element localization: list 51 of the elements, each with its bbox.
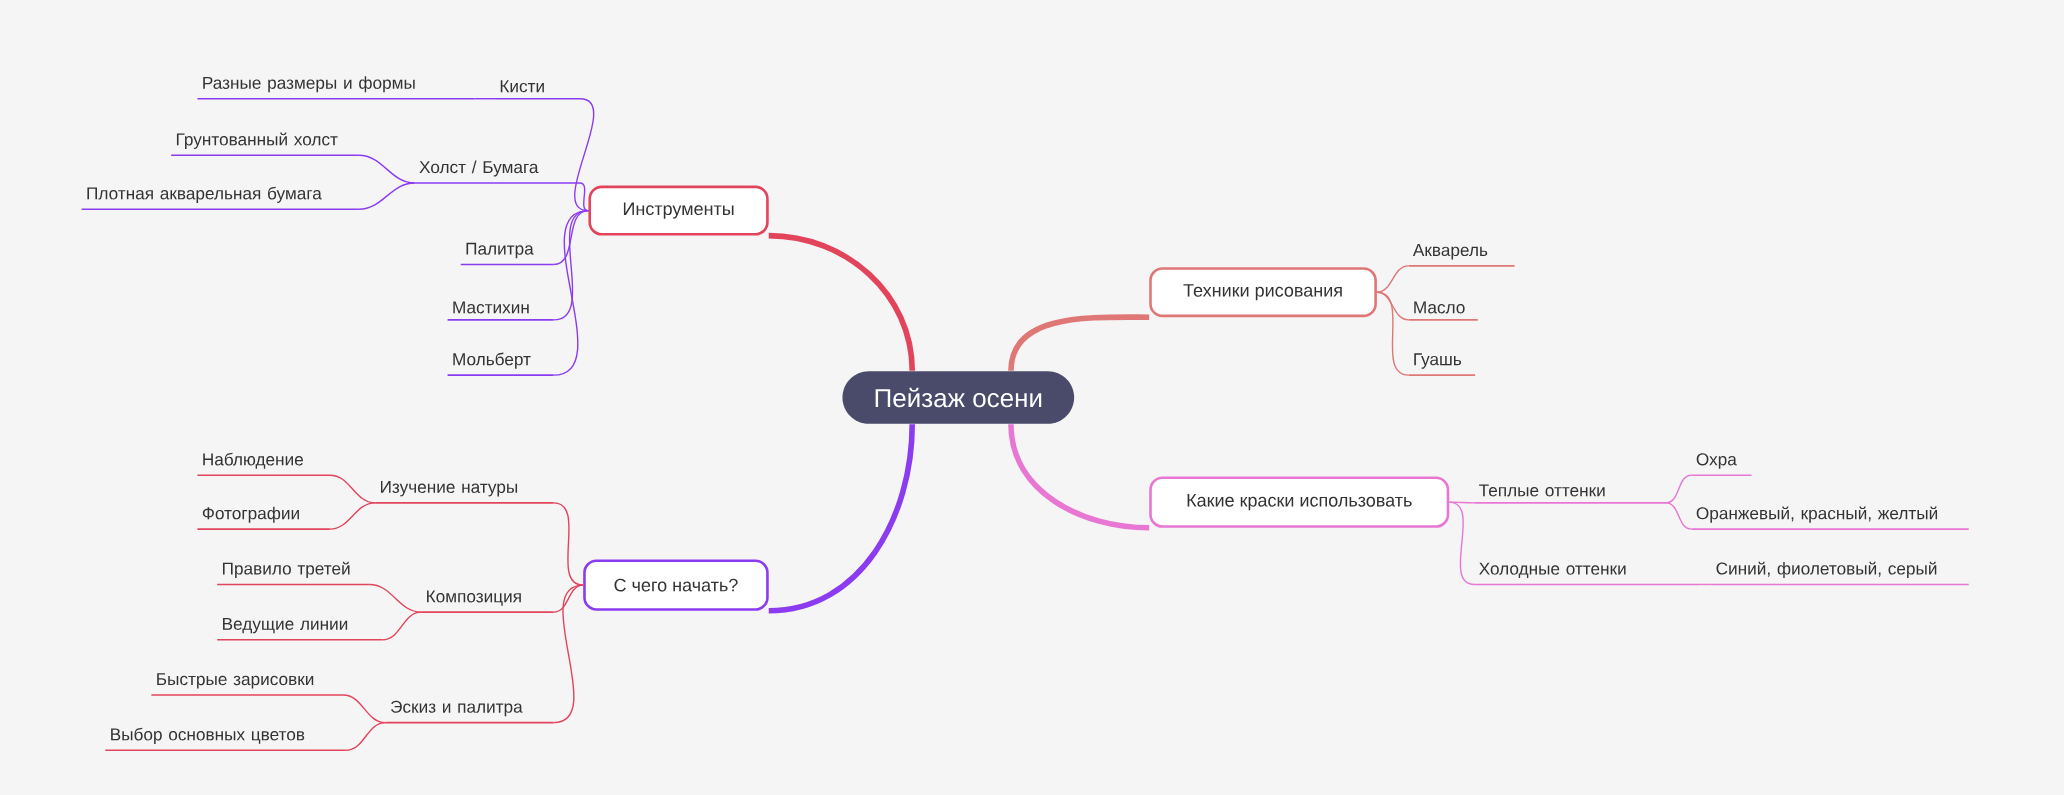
underlined-topic: Гуашь — [1407, 353, 1476, 376]
connector — [358, 182, 416, 210]
underlined-topic: Фотографии — [196, 506, 331, 530]
underlined-topic: Изучение натуры — [374, 481, 555, 504]
underlined-topic: Охра — [1690, 453, 1753, 476]
connector — [345, 721, 387, 751]
underlined-topic: Мастихин — [446, 301, 555, 321]
connector — [552, 209, 590, 266]
connector — [368, 583, 422, 613]
underlined-topic: Палитра — [459, 242, 555, 266]
connector — [1376, 265, 1410, 293]
connector — [579, 182, 590, 212]
connector — [329, 502, 376, 530]
central-topic-pill: Пейзаж осени — [842, 371, 1075, 424]
underlined-topic: Быстрые зарисовки — [150, 673, 344, 696]
underlined-topic: Эскиз и палитра — [384, 700, 555, 724]
connector — [1665, 502, 1693, 530]
underlined-topic: Холодные оттенки — [1473, 562, 1700, 586]
connector — [1448, 501, 1475, 586]
underlined-topic: Синий, фиолетовый, серый — [1710, 561, 1970, 586]
connector — [768, 424, 915, 614]
underlined-topic: Теплые оттенки — [1473, 484, 1667, 504]
underlined-topic: Ведущие линии — [216, 617, 384, 641]
branch-box: С чего начать? — [583, 559, 769, 611]
underlined-topic: Наблюдение — [196, 452, 331, 476]
connector — [473, 98, 496, 100]
underlined-topic: Правило третей — [216, 561, 371, 586]
connector — [1376, 291, 1410, 376]
connector — [1008, 314, 1150, 372]
underlined-topic: Оранжевый, красный, желтый — [1690, 506, 1970, 530]
branch-box: Какие краски использовать — [1149, 476, 1450, 528]
underlined-topic: Мольберт — [446, 352, 555, 376]
underlined-topic: Композиция — [420, 590, 555, 613]
underlined-topic: Выбор основных цветов — [104, 727, 347, 752]
connector — [768, 232, 915, 371]
underlined-topic: Разные размеры и формы — [196, 76, 476, 100]
connector — [1448, 501, 1475, 504]
underlined-topic: Холст / Бумага — [413, 160, 581, 184]
underlined-topic: Акварель — [1407, 244, 1516, 267]
underlined-topic: Плотная акварельная бумага — [80, 186, 360, 211]
underlined-topic: Масло — [1407, 301, 1479, 321]
connector — [1008, 424, 1150, 531]
connector — [1698, 583, 1712, 586]
connector — [552, 502, 584, 586]
underlined-topic: Кисти — [494, 80, 581, 100]
branch-box: Техники рисования — [1149, 267, 1377, 318]
branch-box: Инструменты — [588, 185, 769, 236]
underlined-topic: Грунтованный холст — [170, 132, 360, 157]
connector — [552, 209, 590, 376]
connector — [381, 611, 422, 641]
connector — [552, 584, 584, 724]
